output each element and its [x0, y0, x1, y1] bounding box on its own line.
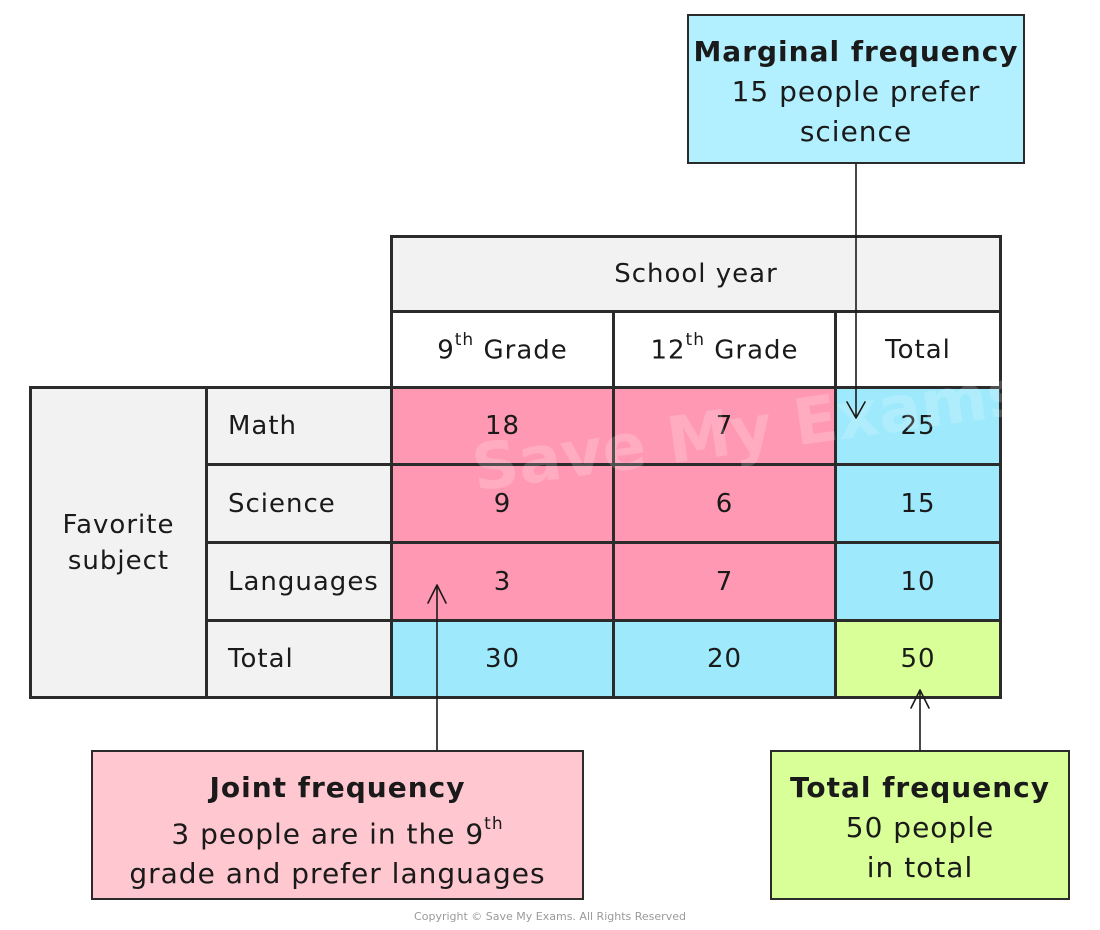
- row-label-science-text: Science: [228, 488, 336, 519]
- row-label-science: Science: [205, 463, 393, 544]
- cell-total-9th: 30: [390, 619, 615, 699]
- copyright-text: Copyright © Save My Exams. All Rights Re…: [414, 910, 686, 923]
- total-frequency-line1: 50 people: [845, 811, 995, 844]
- cell-science-9th: 9: [390, 463, 615, 544]
- row-label-languages-text: Languages: [228, 566, 379, 597]
- cell-value: 7: [715, 566, 734, 597]
- cell-value: 10: [900, 566, 936, 597]
- cell-languages-12th: 7: [612, 541, 837, 622]
- row-label-languages: Languages: [205, 541, 393, 622]
- cell-value: 25: [900, 411, 936, 441]
- total-arrow: [910, 689, 930, 751]
- cell-value: 30: [484, 644, 521, 674]
- marginal-frequency-title: Marginal frequency: [693, 35, 1019, 68]
- cell-value: 50: [900, 644, 936, 674]
- cell-total-12th: 20: [612, 619, 837, 699]
- favorite-subject-label: Favorite subject: [62, 509, 175, 576]
- cell-value: 15: [900, 488, 936, 519]
- joint-frequency-line2: grade and prefer languages: [129, 857, 546, 891]
- col-header-9th-grade: 9th Grade: [390, 310, 615, 390]
- favorite-subject-header: Favorite subject: [29, 386, 208, 699]
- row-label-math-text: Math: [228, 411, 298, 441]
- col-header-total-label: Total: [885, 335, 951, 365]
- marginal-frequency-line2: science: [799, 115, 913, 148]
- cell-value: 18: [484, 411, 521, 441]
- total-frequency-title: Total frequency: [790, 771, 1050, 804]
- marginal-frequency-line1: 15 people prefer: [731, 75, 981, 108]
- row-label-math: Math: [205, 386, 393, 466]
- cell-value: 6: [715, 488, 734, 519]
- cell-languages-9th: 3: [390, 541, 615, 622]
- cell-science-total: 15: [834, 463, 1002, 544]
- cell-value: 20: [706, 644, 743, 674]
- col-header-12th-grade: 12th Grade: [612, 310, 837, 390]
- cell-value: 7: [715, 411, 734, 441]
- cell-value: 3: [493, 566, 512, 597]
- joint-frequency-callout: Joint frequency 3 people are in the 9th …: [91, 750, 584, 900]
- total-frequency-callout: Total frequency 50 people in total: [770, 750, 1070, 900]
- col-header-12th-grade-label: 12th Grade: [650, 330, 799, 366]
- row-label-total-text: Total: [228, 644, 294, 674]
- cell-value: 9: [493, 488, 512, 519]
- col-header-9th-grade-label: 9th Grade: [437, 330, 568, 366]
- school-year-header: School year: [390, 235, 1002, 313]
- cell-languages-total: 10: [834, 541, 1002, 622]
- joint-frequency-title: Joint frequency: [209, 771, 466, 804]
- school-year-label: School year: [614, 259, 778, 289]
- marginal-frequency-callout: Marginal frequency 15 people prefer scie…: [687, 14, 1025, 164]
- cell-grand-total: 50: [834, 619, 1002, 699]
- total-frequency-line2: in total: [866, 851, 974, 884]
- joint-frequency-line1: 3 people are in the 9th: [171, 814, 504, 851]
- row-label-total: Total: [205, 619, 393, 699]
